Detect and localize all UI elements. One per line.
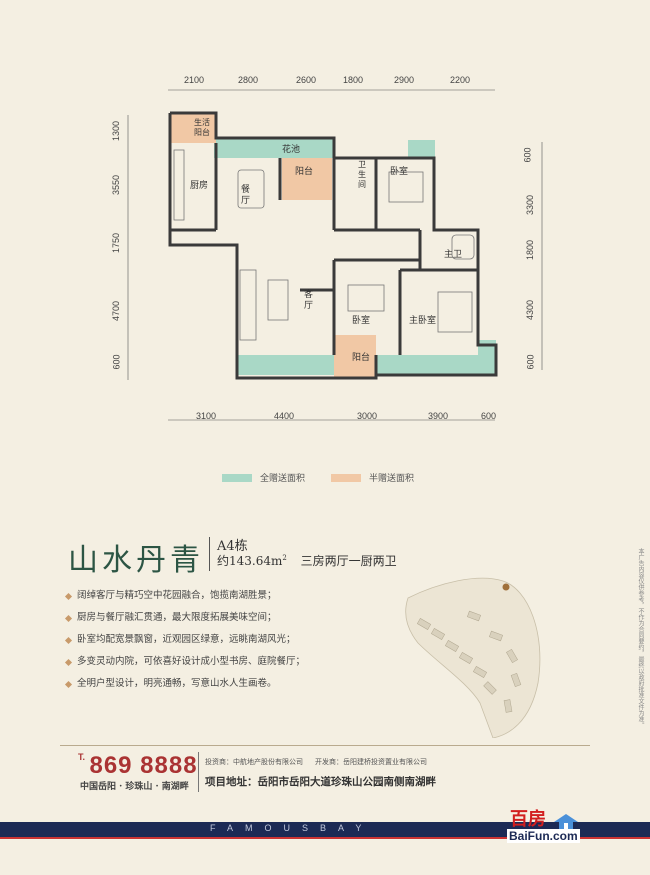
legend-half-label: 半赠送面积 bbox=[369, 474, 415, 484]
dim-top-6: 2200 bbox=[450, 75, 471, 85]
feature-text: 厨房与餐厅融汇贯通，最大限度拓展美味空间； bbox=[77, 612, 277, 623]
room-life-balcony: 生活阳台 bbox=[194, 118, 210, 137]
tel-prefix: T. bbox=[78, 752, 86, 762]
hotline: T. 869 8888 bbox=[78, 752, 198, 780]
room-master-bath: 主卫 bbox=[444, 250, 463, 260]
tagline: 中国岳阳 · 珍珠山 · 南湖畔 bbox=[80, 782, 189, 792]
unit-area: 约143.64m2 三房两厅一厨两卫 bbox=[217, 552, 397, 569]
bullet-icon bbox=[64, 614, 73, 622]
dim-bottom-4: 3900 bbox=[428, 411, 449, 421]
footer-band bbox=[0, 822, 650, 837]
feature-list: 阔绰客厅与精巧空中花园融合，饱揽南湖胜景； 厨房与餐厅融汇贯通，最大限度拓展美味… bbox=[64, 585, 306, 695]
dim-bottom-2: 4400 bbox=[274, 411, 295, 421]
title-divider bbox=[209, 537, 210, 571]
feature-item: 厨房与餐厅融汇贯通，最大限度拓展美味空间； bbox=[64, 607, 305, 629]
footer-red-line bbox=[0, 837, 650, 839]
room-kitchen: 厨房 bbox=[190, 181, 209, 191]
feature-text: 阔绰客厅与精巧空中花园融合，饱揽南湖胜景； bbox=[77, 590, 277, 601]
bullet-icon bbox=[64, 636, 73, 644]
dim-left-3: 1750 bbox=[111, 232, 122, 254]
dim-top-3: 2600 bbox=[296, 75, 317, 85]
area-sup: 2 bbox=[282, 554, 287, 562]
feature-item: 阔绰客厅与精巧空中花园融合，饱揽南湖胜景； bbox=[64, 585, 305, 607]
dim-top-5: 2900 bbox=[394, 75, 415, 85]
feature-text: 全明户型设计，明亮通畅，写意山水人生画卷。 bbox=[77, 678, 277, 689]
feature-item: 多变灵动内院，可依喜好设计成小型书房、庭院餐厅； bbox=[64, 651, 306, 673]
baifun-logo: 百房 BaiFun.com bbox=[507, 805, 580, 843]
legend: 全赠送面积 半赠送面积 bbox=[222, 471, 414, 484]
dim-left-1: 1300 bbox=[111, 120, 122, 142]
room-bedroom-top: 卧室 bbox=[390, 167, 409, 177]
feature-item: 全明户型设计，明亮通畅，写意山水人生画卷。 bbox=[64, 673, 305, 695]
dim-right-3: 1800 bbox=[525, 239, 536, 261]
dim-top-2: 2800 bbox=[238, 75, 259, 85]
unit-name: 山水丹青 bbox=[68, 543, 204, 578]
floor-plan bbox=[127, 89, 543, 421]
site-map bbox=[405, 577, 541, 738]
room-bedroom-mid: 卧室 bbox=[352, 316, 371, 326]
feature-text: 多变灵动内院，可依喜好设计成小型书房、庭院餐厅； bbox=[77, 656, 306, 667]
dim-bottom-1: 3100 bbox=[196, 411, 217, 421]
dim-left-4: 4700 bbox=[111, 300, 122, 322]
room-master-bedroom: 主卧室 bbox=[409, 316, 437, 326]
area-value: 约143.64m bbox=[217, 554, 283, 568]
legend-full-swatch bbox=[222, 473, 252, 482]
dim-right-2: 3300 bbox=[525, 194, 536, 216]
unit-layout: 三房两厅一厨两卫 bbox=[300, 554, 397, 568]
dim-top-4: 1800 bbox=[343, 75, 364, 85]
logo-en: BaiFun.com bbox=[507, 829, 580, 843]
dim-bottom-5: 600 bbox=[481, 411, 497, 421]
feature-text: 卧室均配宽景飘窗，近观园区绿意，远眺南湖风光； bbox=[77, 634, 296, 645]
footer-band-text: FAMOUSBAY bbox=[210, 823, 374, 833]
logo-cn: 百房 bbox=[510, 809, 546, 829]
legend-full-label: 全赠送面积 bbox=[260, 474, 306, 484]
room-balcony-top: 阳台 bbox=[295, 167, 314, 177]
room-dining: 餐厅 bbox=[241, 185, 251, 206]
bullet-icon bbox=[64, 680, 73, 688]
building-label: A4栋 bbox=[217, 539, 248, 554]
dim-right-1: 600 bbox=[522, 147, 533, 163]
project-address: 项目地址：岳阳市岳阳大道珍珠山公园南侧南湖畔 bbox=[205, 776, 436, 788]
room-bathroom: 卫生间 bbox=[358, 160, 366, 189]
tel-number: 869 8888 bbox=[89, 752, 198, 779]
disclaimer: 本广告内容仅供参考，不作为合同要约，最终以政府批准文件为准。 bbox=[637, 548, 644, 728]
dim-right-4: 4300 bbox=[525, 299, 536, 321]
bullet-icon bbox=[64, 592, 73, 600]
feature-item: 卧室均配宽景飘窗，近观园区绿意，远眺南湖风光； bbox=[64, 629, 305, 651]
dim-right-5: 600 bbox=[525, 354, 536, 370]
dim-left-2: 3550 bbox=[111, 174, 122, 196]
developer: 开发商：岳阳建桥投资置业有限公司 bbox=[315, 758, 427, 766]
room-balcony-bottom: 阳台 bbox=[352, 353, 371, 363]
dim-bottom-3: 3000 bbox=[357, 411, 378, 421]
bullet-icon bbox=[64, 658, 73, 666]
investor: 投资商：中航地产股份有限公司 bbox=[205, 758, 303, 766]
room-flower-pool: 花池 bbox=[282, 145, 301, 155]
contact-divider bbox=[198, 752, 199, 792]
house-icon bbox=[553, 813, 579, 829]
dim-left-5: 600 bbox=[111, 354, 122, 370]
room-living: 客厅 bbox=[304, 290, 314, 311]
footer-rule bbox=[60, 745, 590, 746]
legend-half-swatch bbox=[331, 473, 362, 482]
dim-top-1: 2100 bbox=[184, 75, 205, 85]
